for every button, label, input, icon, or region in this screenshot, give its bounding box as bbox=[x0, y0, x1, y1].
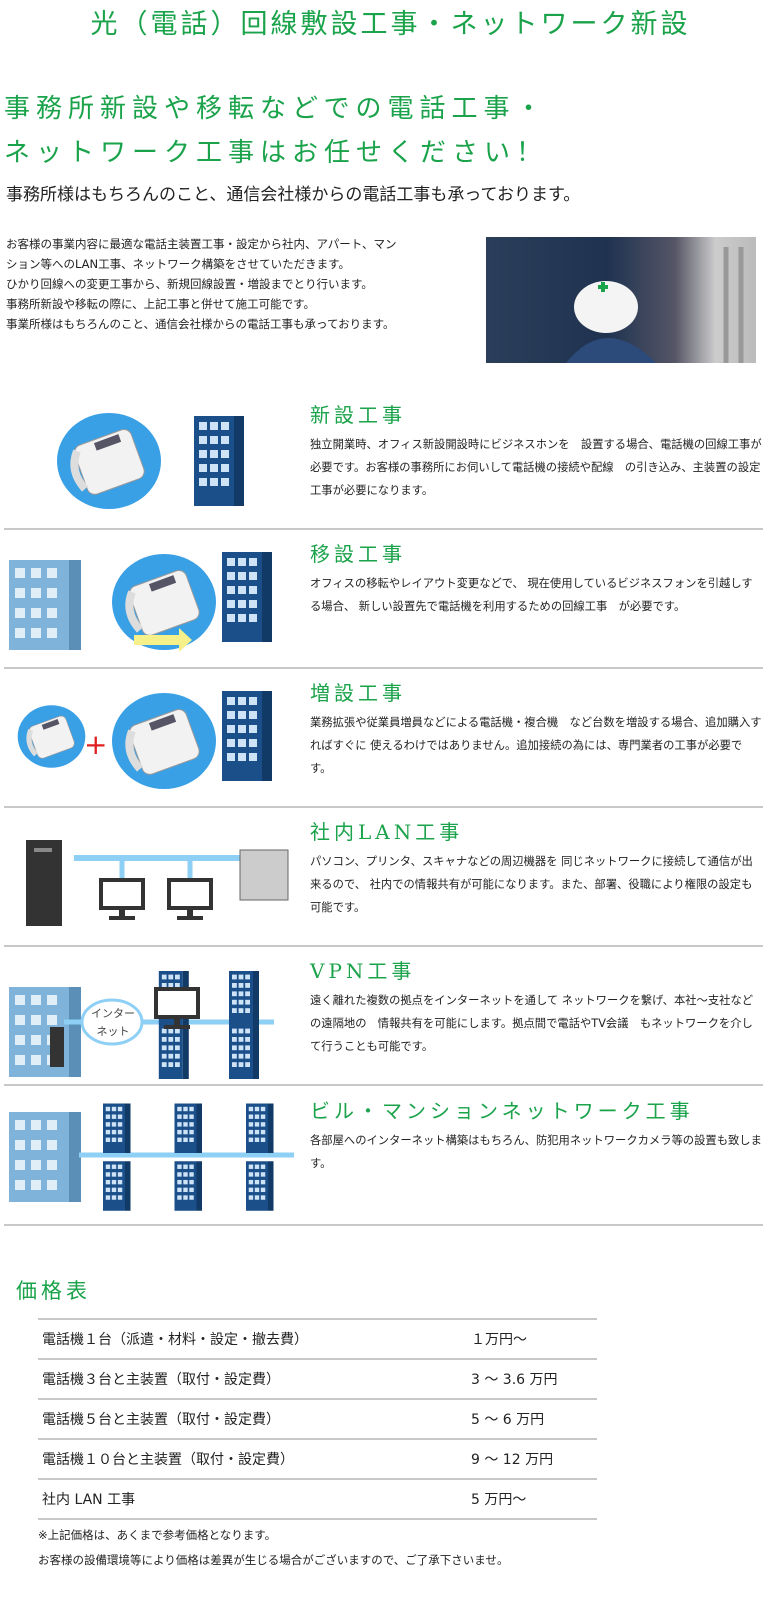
service-relocation: 移設工事 オフィスの移転やレイアウト変更などで、 現在使用しているビジネスフォン… bbox=[4, 530, 763, 669]
service-building-network: ビル・マンションネットワーク工事 各部屋へのインターネット構築はもちろん、防犯用… bbox=[4, 1087, 763, 1226]
intro-line: お客様の事業内容に最適な電話主装置工事・設定から社内、アパート、マン bbox=[6, 237, 397, 251]
intro-text: お客様の事業内容に最適な電話主装置工事・設定から社内、アパート、マン ション等へ… bbox=[6, 234, 476, 334]
price-item: 電話機３台と主装置（取付・設定費） bbox=[38, 1358, 467, 1399]
table-row: 電話機１台（派遣・材料・設定・撤去費）１万円〜 bbox=[38, 1318, 597, 1359]
price-note: お客様の設備環境等により価格は差異が生じる場合がございますので、ご了承下さいませ… bbox=[38, 1553, 509, 1567]
service-title: ビル・マンションネットワーク工事 bbox=[310, 1099, 694, 1123]
table-row: 電話機５台と主装置（取付・設定費）5 〜 6 万円 bbox=[38, 1398, 597, 1439]
service-text: 独立開業時、オフィス新設開設時にビジネスホンを 設置する場合、電話機の回線工事が… bbox=[310, 438, 762, 497]
price-note: ※上記価格は、あくまで参考価格となります。 bbox=[38, 1528, 277, 1542]
subheadline: 事務所様はもちろんのこと、通信会社様からの電話工事も承っております。 bbox=[6, 185, 581, 205]
price-item: 社内 LAN 工事 bbox=[38, 1478, 467, 1520]
price-item: 電話機１台（派遣・材料・設定・撤去費） bbox=[38, 1318, 467, 1359]
price-value: 9 〜 12 万円 bbox=[467, 1438, 597, 1479]
service-expansion: + 増設工事 業務拡張や従業員増員などによる電話機・複合機 など台数を増設する場… bbox=[4, 669, 763, 808]
intro-line: ひかり回線への変更工事から、新規回線設置・増設までとり行います。 bbox=[6, 277, 373, 291]
lan-illustration bbox=[26, 840, 289, 926]
service-title: 社内LAN工事 bbox=[310, 820, 464, 844]
internet-cloud-label: インター ネット bbox=[91, 1007, 135, 1038]
relocation-illustration bbox=[9, 530, 272, 669]
expansion-illustration: + bbox=[4, 669, 272, 808]
service-title: 増設工事 bbox=[310, 681, 406, 705]
service-lan: 社内LAN工事 パソコン、プリンタ、スキャナなどの周辺機器を 同じネットワークに… bbox=[4, 808, 763, 947]
headline-line-2: ネットワーク工事はお任せください！ bbox=[4, 138, 549, 168]
price-value: 5 〜 6 万円 bbox=[467, 1398, 597, 1439]
table-row: 電話機１０台と主装置（取付・設定費）9 〜 12 万円 bbox=[38, 1438, 597, 1479]
price-value: 3 〜 3.6 万円 bbox=[467, 1358, 597, 1399]
service-title: 移設工事 bbox=[310, 542, 406, 566]
service-text: オフィスの移転やレイアウト変更などで、 現在使用しているビジネスフォンを引越しす… bbox=[310, 577, 753, 613]
building-network-illustration bbox=[9, 1103, 294, 1211]
price-value: 5 万円〜 bbox=[467, 1478, 597, 1520]
headline-line-1: 事務所新設や移転などでの電話工事・ bbox=[4, 94, 548, 124]
vpn-illustration bbox=[9, 971, 274, 1079]
service-vpn: インター ネット VPN工事 遠く離れた複数の拠点をインターネットを通して ネッ… bbox=[4, 947, 763, 1086]
price-table-title: 価格表 bbox=[16, 1279, 91, 1303]
service-text: 業務拡張や従業員増員などによる電話機・複合機 など台数を増設する場合、追加購入す… bbox=[310, 716, 762, 775]
service-text: パソコン、プリンタ、スキャナなどの周辺機器を 同じネットワークに接続して通信が出… bbox=[310, 855, 753, 914]
technician-photo bbox=[486, 237, 756, 363]
service-text: 各部屋へのインターネット構築はもちろん、防犯用ネットワークカメラ等の設置も致しま… bbox=[310, 1134, 762, 1170]
service-text: 遠く離れた複数の拠点をインターネットを通して ネットワークを繋げ、本社〜支社など… bbox=[310, 994, 754, 1053]
new-install-illustration bbox=[4, 391, 244, 530]
intro-line: 事務所新設や移転の際に、上記工事と併せて施工可能です。 bbox=[6, 297, 316, 311]
service-title: 新設工事 bbox=[310, 403, 406, 427]
service-title: VPN工事 bbox=[310, 959, 416, 983]
page-title: 光（電話）回線敷設工事・ネットワーク新設 bbox=[90, 9, 691, 40]
price-item: 電話機５台と主装置（取付・設定費） bbox=[38, 1398, 467, 1439]
intro-line: ション等へのLAN工事、ネットワーク構築をさせていただきます。 bbox=[6, 257, 350, 271]
price-table: 電話機１台（派遣・材料・設定・撤去費）１万円〜 電話機３台と主装置（取付・設定費… bbox=[38, 1318, 597, 1520]
price-item: 電話機１０台と主装置（取付・設定費） bbox=[38, 1438, 467, 1479]
table-row: 電話機３台と主装置（取付・設定費）3 〜 3.6 万円 bbox=[38, 1358, 597, 1399]
price-value: １万円〜 bbox=[467, 1318, 597, 1359]
intro-line: 事業所様はもちろんのこと、通信会社様からの電話工事も承っております。 bbox=[6, 317, 395, 331]
svg-text:+: + bbox=[84, 728, 107, 761]
service-new-install: 新設工事 独立開業時、オフィス新設開設時にビジネスホンを 設置する場合、電話機の… bbox=[4, 391, 763, 530]
